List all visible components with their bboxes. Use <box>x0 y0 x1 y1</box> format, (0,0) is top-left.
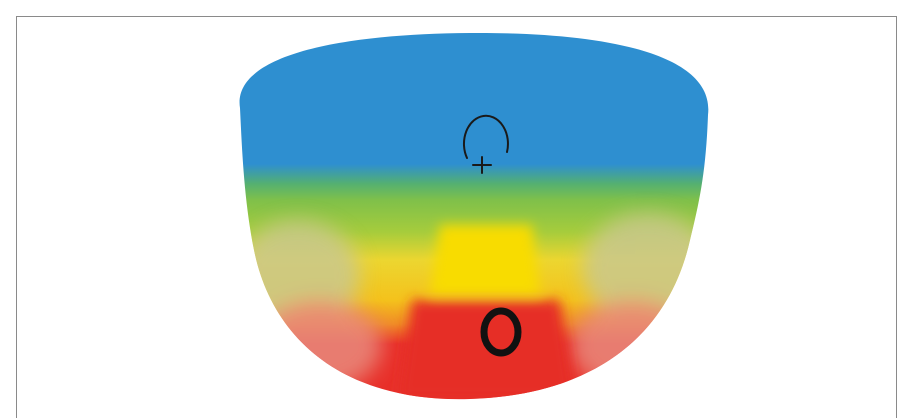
near-reference-circle <box>480 307 522 357</box>
left-lower-peripheral-zone <box>258 300 382 390</box>
near-zone-core <box>398 300 575 400</box>
corridor-zone <box>430 225 540 295</box>
fitting-arc <box>463 114 509 159</box>
right-lower-peripheral-zone <box>570 300 694 390</box>
fitting-cross-marker <box>463 114 509 174</box>
